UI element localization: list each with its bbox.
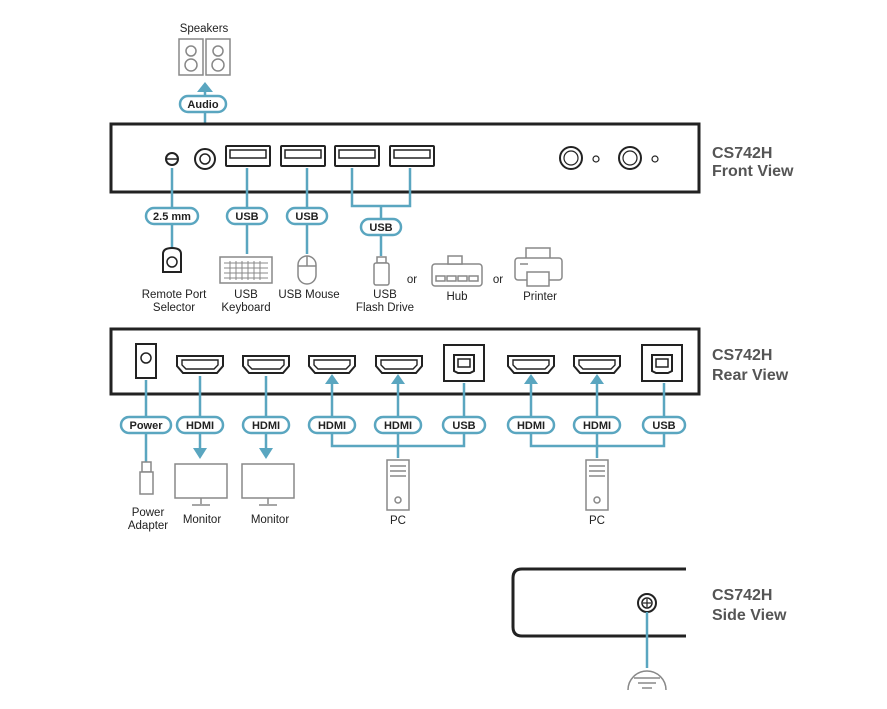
- hdmi-in-pc2-a-icon: [507, 355, 555, 374]
- usb-b-pc2-icon: [641, 344, 683, 382]
- pill-power-label: Power: [129, 420, 163, 432]
- usb-port-keyboard-icon: [225, 145, 271, 167]
- audio-jack-icon: [194, 148, 216, 170]
- remote-label-2: Selector: [153, 302, 195, 314]
- rear-model: CS742H: [712, 347, 772, 364]
- flash-drive-icon: [373, 256, 390, 286]
- hdmi-out-2-icon: [242, 355, 290, 374]
- pill-usb-peripheral: USB: [359, 217, 403, 237]
- power-adapter-label-1: Power: [132, 507, 165, 519]
- hdmi-out-1-icon: [176, 355, 224, 374]
- remote-port-selector-icon: [162, 246, 182, 273]
- pc-2-label: PC: [589, 515, 605, 527]
- monitor-2-label: Monitor: [251, 514, 290, 526]
- printer-label: Printer: [523, 291, 557, 303]
- usb-mouse-label: USB Mouse: [278, 289, 339, 301]
- usb-keyboard-label-2: Keyboard: [221, 302, 270, 314]
- usb-port-mouse-icon: [280, 145, 326, 167]
- pill-hdmi-out-2: HDMI: [241, 415, 291, 435]
- pill-hdmi-pc2-a-label: HDMI: [517, 420, 545, 432]
- usb-b-pc1-icon: [443, 344, 485, 382]
- keyboard-icon: [219, 256, 273, 284]
- pill-usb-pc2: USB: [641, 415, 687, 435]
- pill-usb-pc2-label: USB: [652, 420, 675, 432]
- pill-hdmi-out-1-label: HDMI: [186, 420, 214, 432]
- front-model: CS742H: [712, 145, 772, 162]
- or-label-2: or: [493, 274, 503, 286]
- usb-port-3-icon: [334, 145, 380, 167]
- port-select-button-2-icon: [618, 146, 659, 170]
- remote-port-icon: [165, 152, 179, 166]
- flash-drive-label-2: Flash Drive: [356, 302, 414, 314]
- pill-hdmi-pc1-a: HDMI: [307, 415, 357, 435]
- side-view-name: Side View: [712, 607, 787, 624]
- monitor-2-icon: [241, 463, 295, 506]
- hdmi-in-pc2-b-icon: [573, 355, 621, 374]
- pill-hdmi-pc2-a: HDMI: [506, 415, 556, 435]
- pc-1-icon: [386, 459, 410, 511]
- pill-hdmi-out-2-label: HDMI: [252, 420, 280, 432]
- pc-2-icon: [585, 459, 609, 511]
- hdmi-in-pc1-b-icon: [375, 355, 423, 374]
- pill-2-5mm-label: 2.5 mm: [153, 211, 191, 223]
- pill-usb-mouse-label: USB: [295, 211, 318, 223]
- side-model: CS742H: [712, 587, 772, 604]
- monitor-1-icon: [174, 463, 228, 506]
- pill-usb-pc1: USB: [441, 415, 487, 435]
- pill-hdmi-pc1-b: HDMI: [373, 415, 423, 435]
- ground-symbol-icon: [627, 670, 667, 691]
- grounding-terminal-icon: [637, 593, 657, 613]
- port-select-button-1-icon: [559, 146, 600, 170]
- rear-wires: [144, 374, 666, 462]
- pill-usb-peripheral-label: USB: [369, 222, 392, 234]
- pill-power: Power: [119, 415, 173, 435]
- side-panel: [511, 567, 686, 638]
- pill-usb-keyboard: USB: [225, 206, 269, 226]
- monitor-1-label: Monitor: [183, 514, 222, 526]
- speakers-icon: [178, 38, 231, 76]
- printer-icon: [514, 247, 563, 287]
- pill-usb-mouse: USB: [285, 206, 329, 226]
- power-adapter-icon: [139, 461, 154, 495]
- hub-icon: [431, 255, 483, 287]
- hdmi-in-pc1-a-icon: [308, 355, 356, 374]
- pill-hdmi-out-1: HDMI: [175, 415, 225, 435]
- pill-hdmi-pc2-b-label: HDMI: [583, 420, 611, 432]
- flash-drive-label-1: USB: [373, 289, 397, 301]
- usb-port-4-icon: [389, 145, 435, 167]
- speakers-label: Speakers: [180, 23, 229, 35]
- pill-hdmi-pc2-b: HDMI: [572, 415, 622, 435]
- rear-view-name: Rear View: [712, 367, 789, 384]
- audio-pill: Audio: [178, 94, 228, 114]
- usb-keyboard-label-1: USB: [234, 289, 258, 301]
- remote-label-1: Remote Port: [142, 289, 207, 301]
- pill-2-5mm: 2.5 mm: [144, 206, 200, 226]
- audio-arrow-icon: [197, 82, 213, 92]
- pc-1-label: PC: [390, 515, 406, 527]
- or-label-1: or: [407, 274, 417, 286]
- mouse-icon: [297, 255, 317, 285]
- power-jack-icon: [135, 343, 157, 379]
- front-view-name: Front View: [712, 163, 794, 180]
- pill-hdmi-pc1-a-label: HDMI: [318, 420, 346, 432]
- pill-hdmi-pc1-b-label: HDMI: [384, 420, 412, 432]
- audio-pill-label: Audio: [187, 99, 218, 111]
- pill-usb-pc1-label: USB: [452, 420, 475, 432]
- power-adapter-label-2: Adapter: [128, 520, 168, 532]
- pill-usb-keyboard-label: USB: [235, 211, 258, 223]
- hub-label: Hub: [446, 291, 467, 303]
